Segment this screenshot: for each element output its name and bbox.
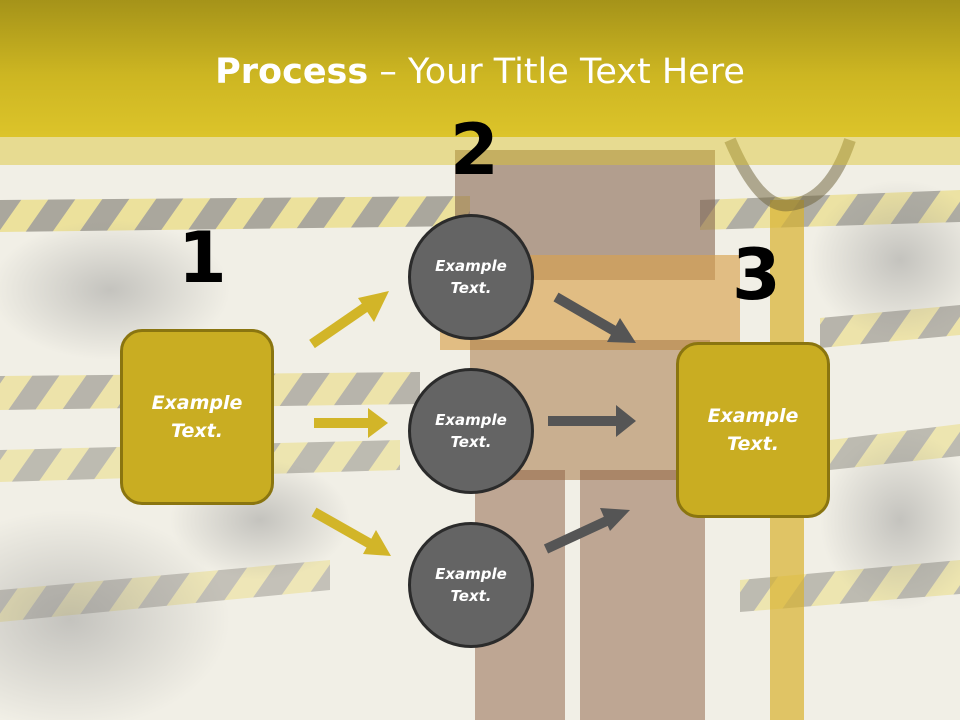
arrow-to-bottom-circle	[311, 507, 391, 556]
arrow-from-top-circle	[553, 292, 636, 343]
arrow-from-middle-circle	[548, 405, 636, 437]
title-band	[0, 137, 960, 165]
step-3-label: Example Text.	[707, 404, 799, 456]
step-3-box: Example Text.	[676, 342, 830, 518]
step-2-circle-1-label: Example Text.	[435, 256, 507, 298]
arrow-from-bottom-circle	[543, 508, 630, 554]
step-2-circle-1: Example Text.	[408, 214, 534, 340]
arrow-to-middle-circle	[314, 408, 388, 438]
arrow-to-top-circle	[309, 291, 389, 349]
step-1-box: Example Text.	[120, 329, 274, 505]
slide-title: Process – Your Title Text Here	[0, 52, 960, 92]
step-number-1: 1	[178, 217, 227, 299]
title-rest: – Your Title Text Here	[368, 52, 745, 92]
step-number-3: 3	[732, 234, 781, 316]
step-number-2: 2	[450, 109, 499, 191]
step-2-circle-3: Example Text.	[408, 522, 534, 648]
title-bold: Process	[215, 52, 369, 92]
step-2-circle-2-label: Example Text.	[435, 410, 507, 452]
step-2-circle-2: Example Text.	[408, 368, 534, 494]
title-bar	[0, 0, 960, 137]
step-1-label: Example Text.	[151, 391, 243, 443]
step-2-circle-3-label: Example Text.	[435, 564, 507, 606]
